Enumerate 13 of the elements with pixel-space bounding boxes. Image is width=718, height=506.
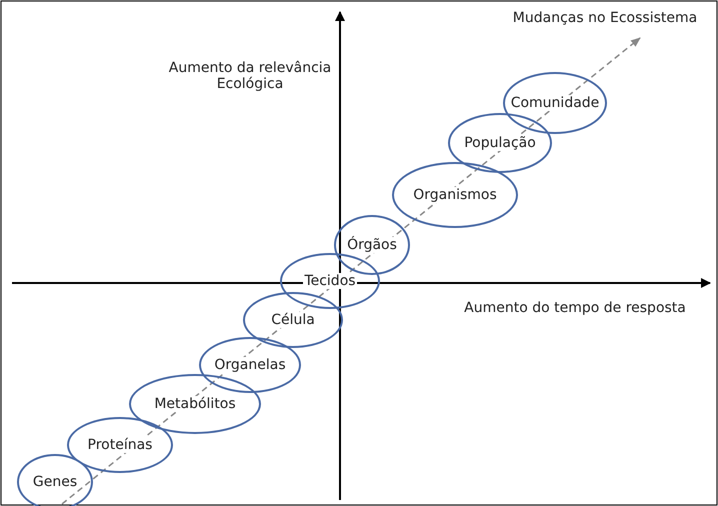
ellipse-node: Organelas xyxy=(199,337,301,393)
ellipse-node: População xyxy=(448,113,552,173)
ellipse-node: Metabólitos xyxy=(129,374,261,434)
axis-label: Aumento do tempo de resposta xyxy=(463,300,687,316)
arrow-caption: Mudanças no Ecossistema xyxy=(512,10,698,26)
ellipse-node: Proteínas xyxy=(67,417,173,473)
ellipse-node: Genes xyxy=(17,454,93,506)
ellipse-node: Célula xyxy=(243,292,343,348)
ellipse-node: Comunidade xyxy=(503,72,607,134)
ellipse-node: Organismos xyxy=(392,162,518,228)
axis-label: Aumento da relevância Ecológica xyxy=(168,60,332,92)
ellipse-node: Órgãos xyxy=(334,215,410,275)
ellipse-node: Tecidos xyxy=(280,253,380,309)
